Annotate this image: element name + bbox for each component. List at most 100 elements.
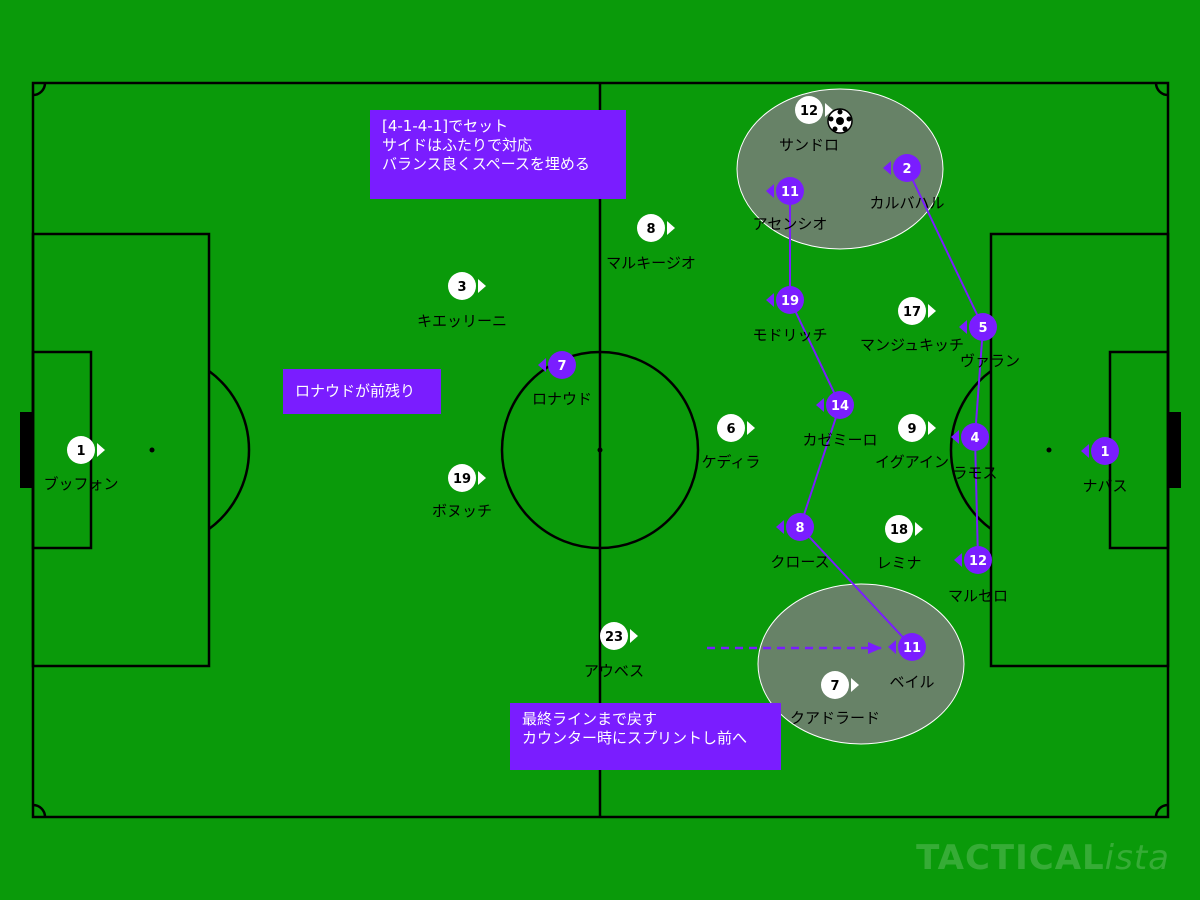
home-player-direction-icon [667, 221, 675, 235]
away-player-number: 7 [557, 359, 566, 374]
note-ronaldo-line-1: ロナウドが前残り [295, 382, 416, 400]
away-player-marker [776, 177, 804, 205]
home-player-name: ブッフォン [43, 475, 118, 493]
away-player-direction-icon [954, 553, 962, 567]
away-player-marker [776, 286, 804, 314]
away-player-marker [969, 313, 997, 341]
away-player-name: ロナウド [532, 390, 592, 408]
away-player-number: 14 [831, 399, 849, 414]
home-player-number: 3 [457, 280, 466, 295]
away-player-number: 5 [978, 321, 987, 336]
highlight-zone-bottom [757, 583, 965, 745]
home-player-7[interactable]: 17 マンジュキッチ [860, 297, 964, 354]
away-player-name: モドリッチ [752, 326, 827, 344]
home-player-direction-icon [915, 522, 923, 536]
away-player-name: マルセロ [948, 587, 1008, 605]
note-bale-line-2: カウンター時にスプリントし前へ [522, 729, 748, 747]
away-player-number: 12 [969, 554, 987, 569]
away-player-name: ヴァラン [960, 352, 1020, 370]
home-player-marker [885, 515, 913, 543]
note-setup-line-1: [4-1-4-1]でセット [382, 117, 509, 135]
away-player-name: ナバス [1082, 477, 1127, 495]
right-penalty-spot [1046, 447, 1052, 453]
left-goal [20, 412, 33, 488]
away-player-direction-icon [959, 320, 967, 334]
left-penalty-area [31, 232, 211, 668]
away-player-number: 4 [970, 431, 979, 446]
centre-spot [597, 447, 603, 453]
away-player-3[interactable]: 4 ラモス [951, 423, 998, 482]
home-player-4[interactable]: 6 ケディラ [702, 414, 761, 471]
away-player-number: 2 [902, 162, 911, 177]
home-player-direction-icon [478, 471, 486, 485]
home-player-3[interactable]: 8 マルキージオ [606, 214, 696, 272]
away-player-10[interactable]: 7 ロナウド [532, 351, 592, 408]
home-player-marker [898, 414, 926, 442]
home-player-marker [448, 464, 476, 492]
away-player-direction-icon [538, 358, 546, 372]
away-player-number: 8 [795, 521, 804, 536]
away-player-name: アセンシオ [753, 215, 828, 233]
home-player-direction-icon [928, 421, 936, 435]
away-player-marker [548, 351, 576, 379]
home-player-marker [821, 671, 849, 699]
away-player-1[interactable]: 2 カルバハル [869, 154, 945, 212]
home-player-name: ケディラ [702, 453, 761, 471]
home-player-name: マルキージオ [606, 254, 696, 272]
right-goal [1168, 412, 1181, 488]
away-player-marker [964, 546, 992, 574]
note-ronaldo: ロナウドが前残り [283, 369, 441, 414]
home-player-number: 8 [646, 222, 655, 237]
away-player-2[interactable]: 5 ヴァラン [959, 313, 1020, 370]
home-player-0[interactable]: 1 ブッフォン [43, 436, 119, 493]
home-player-number: 6 [726, 422, 735, 437]
corner-arc-bottom-right [1154, 803, 1169, 818]
away-player-direction-icon [776, 520, 784, 534]
note-setup: [4-1-4-1]でセット サイドはふたりで対応 バランス良くスペースを埋める [370, 110, 626, 199]
away-player-name: クロース [770, 553, 829, 571]
away-player-direction-icon [883, 161, 891, 175]
away-player-number: 11 [781, 185, 799, 200]
away-player-name: ラモス [952, 464, 997, 482]
ball-icon [827, 108, 853, 134]
corner-arc-top-left [32, 82, 47, 97]
home-player-number: 9 [907, 422, 916, 437]
away-player-5[interactable]: 11 アセンシオ [753, 177, 828, 233]
home-player-name: マンジュキッチ [860, 336, 964, 354]
away-player-direction-icon [816, 398, 824, 412]
note-bale: 最終ラインまで戻す カウンター時にスプリントし前へ [510, 703, 781, 770]
home-player-number: 18 [890, 523, 908, 538]
away-player-marker [1091, 437, 1119, 465]
centre-circle [500, 350, 700, 550]
away-player-direction-icon [766, 184, 774, 198]
home-player-direction-icon [928, 304, 936, 318]
away-player-4[interactable]: 12 マルセロ [948, 546, 1008, 605]
home-player-number: 23 [605, 630, 623, 645]
home-player-direction-icon [97, 443, 105, 457]
home-player-number: 1 [76, 444, 85, 459]
home-player-number: 17 [903, 305, 921, 320]
away-player-direction-icon [951, 430, 959, 444]
home-player-marker [448, 272, 476, 300]
note-bale-line-1: 最終ラインまで戻す [522, 710, 658, 728]
watermark-logo: TACTICALista [916, 838, 1170, 878]
home-player-name: クアドラード [790, 709, 880, 727]
corner-arc-bottom-left [32, 803, 47, 818]
away-player-name: カルバハル [869, 194, 944, 212]
away-player-8[interactable]: 8 クロース [770, 513, 830, 571]
home-player-name: サンドロ [779, 136, 839, 154]
home-player-marker [898, 297, 926, 325]
away-player-marker [961, 423, 989, 451]
